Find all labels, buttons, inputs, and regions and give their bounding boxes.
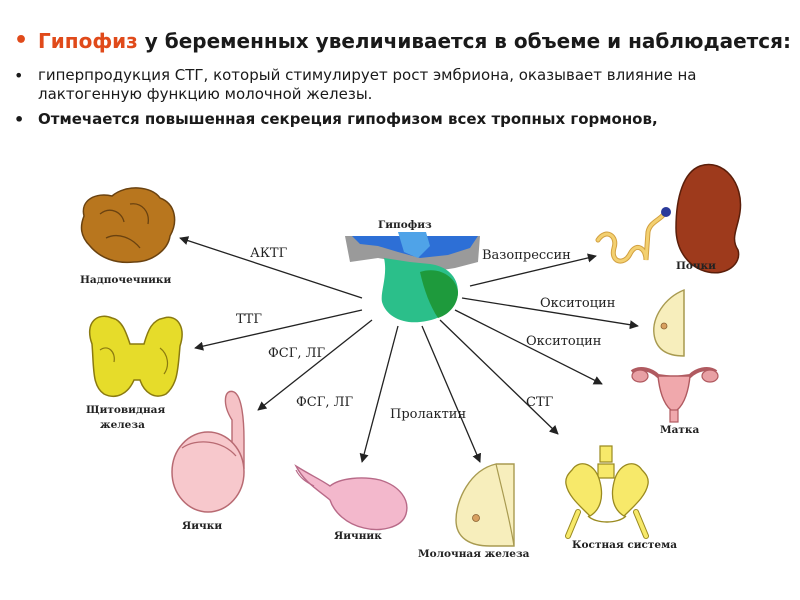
arrow-thyroid <box>194 309 363 351</box>
breast-illustration <box>653 288 685 357</box>
label-fsg-testes: ФСГ, ЛГ <box>268 346 325 361</box>
caption-ovary: Яичник <box>334 530 382 542</box>
ovary-illustration: Яичник <box>294 464 408 542</box>
thyroid-illustration: Щитовидная железа <box>86 315 183 431</box>
caption-uterus: Матка <box>660 424 700 436</box>
label-oxytocin-breast: Окситоцин <box>540 296 615 311</box>
caption-thyroid-2: железа <box>100 419 145 431</box>
arrow-mammary <box>421 325 481 463</box>
caption-kidneys: Почки <box>676 260 716 272</box>
arrow-uterus <box>454 309 603 385</box>
bullet-pituitary: • Гипофиз у беременных увеличивается в о… <box>6 28 796 53</box>
bullet-marker: • <box>14 66 24 85</box>
hormone-arrows <box>179 236 639 463</box>
bullet-text: Отмечается повышенная секреция гипофизом… <box>38 110 658 128</box>
caption-skeleton: Костная система <box>572 539 677 551</box>
arrow-adrenal <box>179 236 363 299</box>
arrow-skeleton <box>439 319 559 435</box>
arrow-ovary <box>359 325 399 463</box>
kidney-illustration: Почки <box>595 163 742 274</box>
arrow-kidneys <box>469 253 597 287</box>
label-stg: СТГ <box>526 395 554 410</box>
arrow-testes <box>257 319 373 411</box>
bullet-text: у беременных увеличивается в объеме и на… <box>137 29 791 53</box>
adrenal-illustration: Надпочечники <box>80 187 176 286</box>
label-vasopressin: Вазопрессин <box>482 248 571 263</box>
bullet-text: гиперпродукция СТГ, который стимулирует … <box>38 66 697 103</box>
uterus-illustration: Матка <box>630 367 719 436</box>
bullet-list: • Гипофиз у беременных увеличивается в о… <box>6 28 796 130</box>
caption-adrenal: Надпочечники <box>80 274 172 286</box>
bullet-tropic: • Отмечается повышенная секреция гипофиз… <box>6 110 796 129</box>
pituitary-caption: Гипофиз <box>378 219 432 231</box>
testes-illustration: Яички <box>171 390 245 532</box>
label-ttg: ТТГ <box>236 312 262 327</box>
bullet-marker: • <box>14 28 29 53</box>
arrow-breast <box>461 297 639 330</box>
bullet-stg: • гиперпродукция СТГ, который стимулируе… <box>6 66 796 104</box>
caption-thyroid-1: Щитовидная <box>86 404 165 416</box>
hormone-labels: АКТГ ТТГ ФСГ, ЛГ ФСГ, ЛГ Пролактин СТГ О… <box>236 246 615 422</box>
skeleton-illustration: Костная система <box>565 445 677 551</box>
caption-testes: Яички <box>182 520 222 532</box>
label-fsg-ovary: ФСГ, ЛГ <box>296 395 353 410</box>
mammary-illustration: Молочная железа <box>418 463 530 560</box>
label-oxytocin-uterus: Окситоцин <box>526 334 601 349</box>
bullet-marker: • <box>14 110 25 129</box>
bullet-highlight: Гипофиз <box>38 29 138 53</box>
caption-mammary: Молочная железа <box>418 548 530 560</box>
label-prolactin: Пролактин <box>390 407 466 422</box>
pituitary-illustration: Гипофиз <box>345 219 480 323</box>
label-actg: АКТГ <box>250 246 288 261</box>
